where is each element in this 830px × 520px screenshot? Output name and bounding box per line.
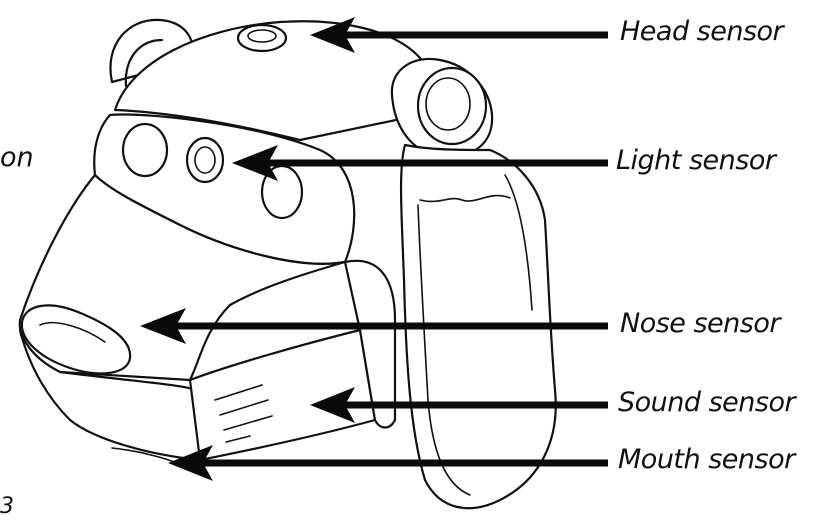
sound-sensor-label: Sound sensor	[618, 387, 795, 418]
head-sensor-label: Head sensor	[620, 16, 783, 47]
sound-sensor-arrow	[310, 387, 608, 423]
light-sensor-arrow	[232, 145, 608, 181]
nose-sensor-arrow	[140, 308, 608, 344]
nose-sensor-label: Nose sensor	[620, 308, 780, 339]
head-sensor-arrow	[310, 17, 608, 53]
cut-off-figure-number: 3	[0, 494, 14, 519]
mouth-sensor-arrow	[168, 445, 608, 481]
light-sensor-label: Light sensor	[616, 145, 775, 176]
mouth-sensor-label: Mouth sensor	[618, 444, 795, 475]
cut-off-label-fragment: on	[0, 142, 34, 173]
